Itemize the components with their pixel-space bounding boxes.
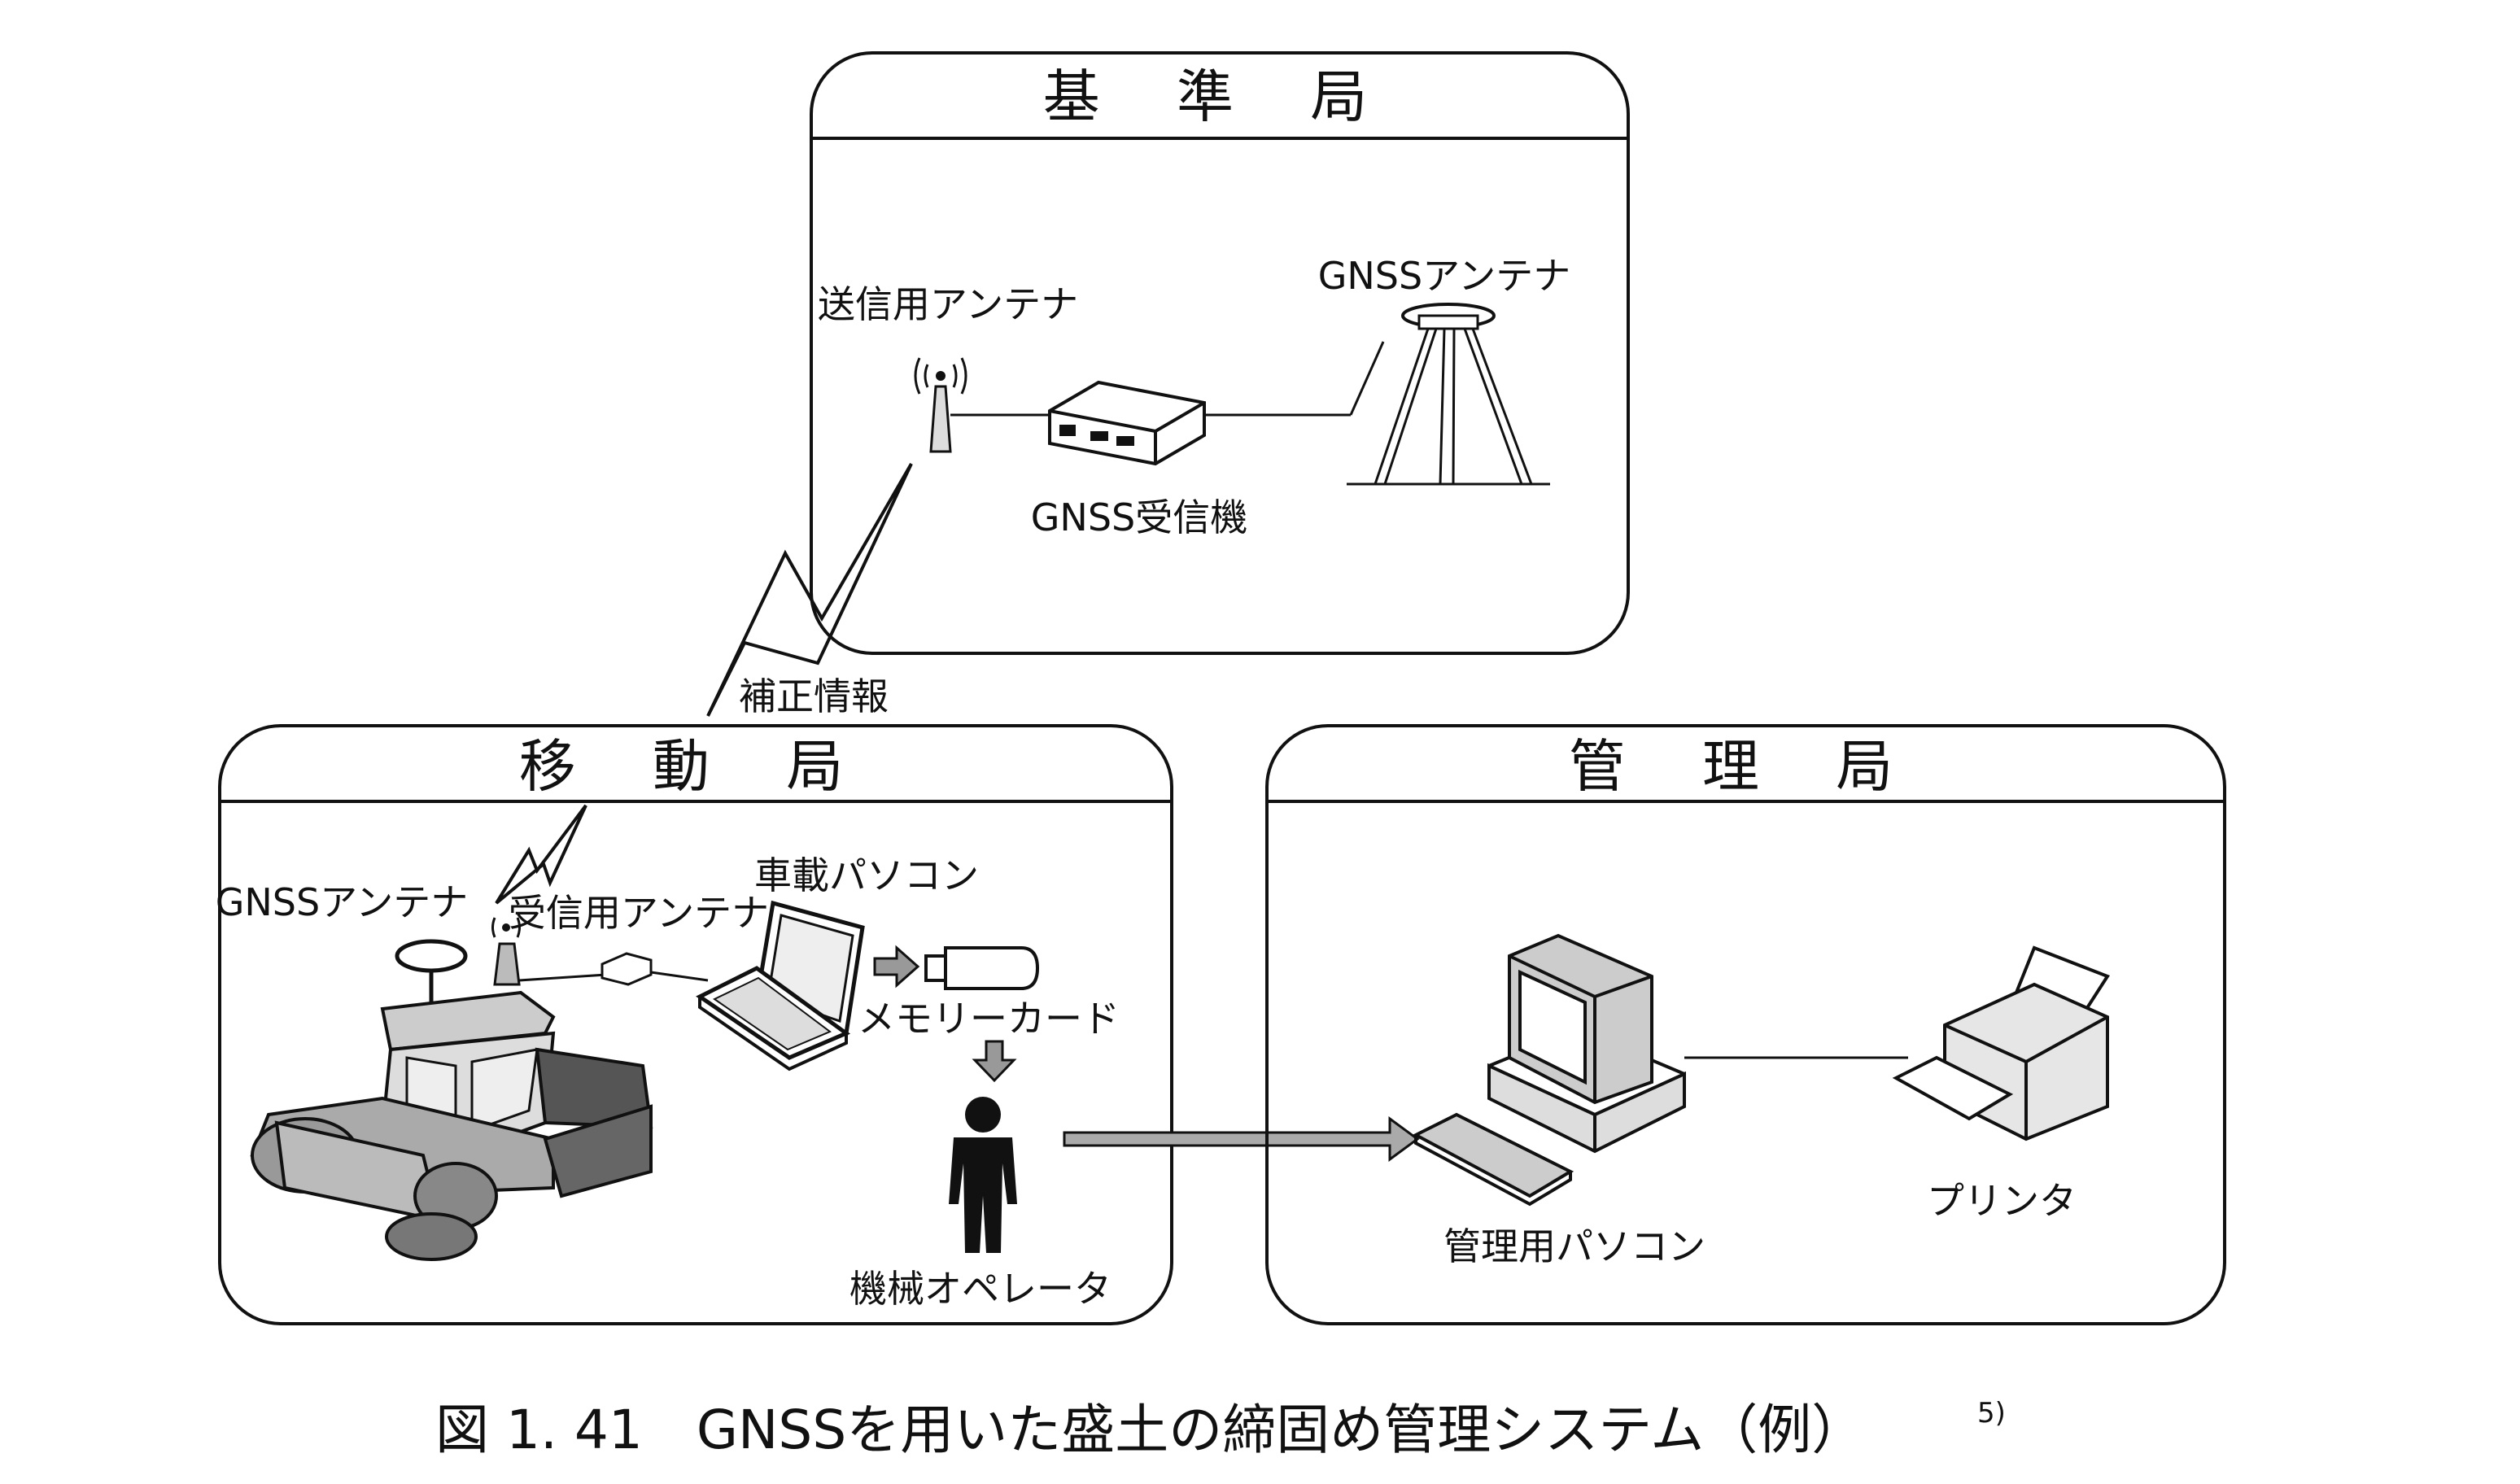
laptop-icon (696, 900, 865, 1072)
roller-icon (250, 939, 653, 1261)
lightning-icon (706, 462, 913, 717)
management-station-title: 管 理 局 (1569, 733, 1923, 800)
printer-icon (1892, 945, 2111, 1141)
transmit-antenna-label: 送信用アンテナ (818, 282, 1078, 326)
printer-label: プリンタ (1927, 1179, 2077, 1223)
correction-info-label: 補正情報 (739, 674, 889, 718)
management-station-box (1265, 724, 2226, 1325)
onboard-pc-label: 車載パソコン (754, 853, 979, 897)
gnss-antenna-ref-label: GNSSアンテナ (1318, 254, 1571, 298)
memory-card-icon (924, 946, 1040, 990)
lightning-icon (495, 804, 587, 905)
mobile-station-group: 移 動 局 GNSSアンテナ 受信用アンテナ 車載パソコン (216, 724, 1173, 1325)
arrow-icon (873, 945, 920, 989)
memory-card-label: メモリーカード (858, 997, 1120, 1041)
antenna-icon (914, 357, 967, 453)
tripod-antenna-icon (1347, 303, 1550, 486)
person-icon (949, 1097, 1017, 1253)
machine-operator-label: 機械オペレータ (849, 1267, 1112, 1311)
management-station-group: 管 理 局 管理用パソコン プリンタ (1265, 724, 2226, 1325)
reference-station-group: 基 準 局 送信用アンテナ GNSS受信機 (810, 51, 1630, 655)
gnss-antenna-mobile-label: GNSSアンテナ (216, 880, 469, 924)
arrow-icon (972, 1040, 1017, 1083)
figure-caption: 図 1. 41 GNSSを用いた盛土の締固め管理システム（例） (435, 1399, 1865, 1461)
management-pc-label: 管理用パソコン (1443, 1224, 1705, 1268)
receiver-icon (601, 952, 653, 986)
figure-caption-ref: 5) (1977, 1397, 2006, 1429)
reference-station-box (810, 51, 1630, 655)
reference-station-title: 基 準 局 (1043, 63, 1397, 130)
receive-antenna-label: 受信用アンテナ (509, 891, 769, 935)
mobile-station-title: 移 動 局 (519, 733, 873, 800)
keyboard-icon (1412, 1112, 1574, 1207)
receiver-icon (1048, 380, 1206, 466)
mobile-station-box (218, 724, 1173, 1325)
desktop-pc-icon (1487, 933, 1686, 1154)
gnss-receiver-label: GNSS受信機 (1031, 495, 1247, 539)
arrow-icon (1063, 1116, 1420, 1162)
antenna-icon (491, 917, 521, 938)
